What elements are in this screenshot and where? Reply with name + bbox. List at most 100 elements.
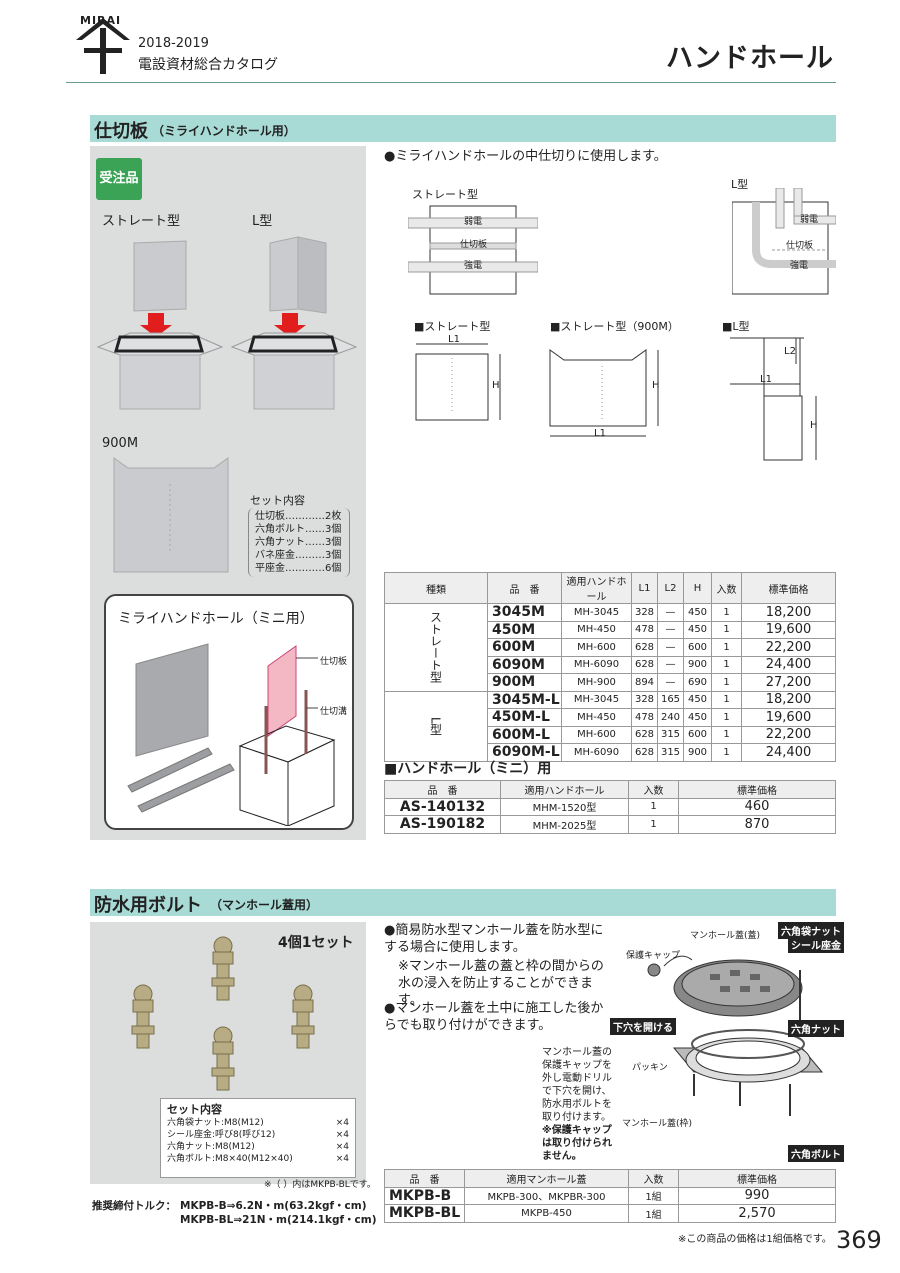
diag-straight-label: ストレート型 xyxy=(412,188,478,201)
dim-straight900-drawing xyxy=(549,349,659,437)
row-price: 27,200 xyxy=(741,673,836,692)
row-l2: — xyxy=(657,620,684,639)
divider-price-table: 種類 品 番 適用ハンドホール L1 L2 H 入数 標準価格 ストレート型 3… xyxy=(384,572,836,762)
row-price: 22,200 xyxy=(741,725,836,744)
catalog-title: 電設資材総合カタログ xyxy=(138,57,278,73)
row-h: 450 xyxy=(683,708,712,727)
mini-label-plate: 仕切板 xyxy=(320,657,348,667)
mini-label-groove: 仕切溝 xyxy=(320,707,348,717)
diag-l-divider: 仕切板 xyxy=(786,241,814,251)
header: MIRAI 2018-2019 電設資材総合カタログ ハンドホール xyxy=(0,0,900,90)
row-handhole: MH-450 xyxy=(561,620,632,639)
row-l1: 478 xyxy=(631,620,658,639)
torque-2: MKPB-BL⇒21N・m(214.1kgf・cm) xyxy=(180,1214,377,1226)
set-title: セット内容 xyxy=(250,494,305,507)
row-code: 600M-L xyxy=(487,725,562,744)
set-list: 仕切板…………2枚 六角ボルト……3個 六角ナット……3個 バネ座金………3個 … xyxy=(248,508,350,577)
diag-strong: 強電 xyxy=(464,261,483,271)
row-qty: 1 xyxy=(711,638,742,657)
callout-cover: マンホール蓋(蓋) xyxy=(690,931,761,941)
table-header-row: 種類 品 番 適用ハンドホール L1 L2 H 入数 標準価格 xyxy=(384,572,836,604)
section1-description: ●ミライハンドホールの中仕切りに使用します。 xyxy=(384,149,667,164)
section2-photo-panel: 4個1セット セット内容 六角袋ナット:M8(M12)×4 シール座金:呼び8(… xyxy=(90,922,366,1184)
type-straight: ストレート型 xyxy=(384,603,488,692)
row-l1: 628 xyxy=(631,638,658,657)
section1-header: 仕切板 （ミライハンドホール用） xyxy=(90,115,836,142)
row-code: AS-190182 xyxy=(384,815,501,834)
footer-note: ※この商品の価格は1組価格です。 xyxy=(678,1234,832,1245)
set-item: 六角ボルト:M8×40(M12×40)×4 xyxy=(167,1153,349,1165)
row-h: 450 xyxy=(683,690,712,709)
row-code: MKPB-B xyxy=(384,1186,465,1205)
dim-straight900-h: H xyxy=(652,380,660,391)
row-price: 990 xyxy=(678,1186,836,1205)
row-cover: MKPB-450 xyxy=(464,1204,629,1223)
dim-straight900-l1: L1 xyxy=(594,428,606,439)
header-rule xyxy=(66,82,836,83)
row-qty: 1 xyxy=(711,725,742,744)
page-number: 369 xyxy=(836,1226,882,1254)
mini-box: ミライハンドホール（ミニ用） 仕切板 仕切溝 xyxy=(104,594,354,830)
bolt-icon xyxy=(131,936,315,1091)
dim-straight-drawing xyxy=(415,343,501,421)
row-l2: — xyxy=(657,655,684,674)
dim-l-l2: L2 xyxy=(784,346,796,357)
row-handhole: MH-3045 xyxy=(561,603,632,622)
row-l1: 328 xyxy=(631,603,658,622)
row-l2: 240 xyxy=(657,708,684,727)
section2-title: 防水用ボルト xyxy=(94,895,202,916)
col-handhole: 適用ハンドホール xyxy=(500,780,629,799)
dim-straight900-title: ■ストレート型（900M） xyxy=(550,320,679,333)
row-h: 900 xyxy=(683,743,712,762)
table-row: MKPB-BL MKPB-450 1組 2,570 xyxy=(384,1204,836,1223)
row-l2: — xyxy=(657,673,684,692)
bolt-price-table: 品 番 適用マンホール蓋 入数 標準価格 MKPB-B MKPB-300、MKP… xyxy=(384,1169,836,1223)
type-straight-text: ストレート型 xyxy=(428,611,443,684)
section1-subtitle: （ミライハンドホール用） xyxy=(152,124,296,138)
callout-frame: マンホール蓋(枠) xyxy=(622,1119,693,1129)
row-l1: 628 xyxy=(631,725,658,744)
col-price: 標準価格 xyxy=(678,780,836,799)
row-cover: MKPB-300、MKPBR-300 xyxy=(464,1186,629,1205)
label-900m: 900M xyxy=(102,436,139,451)
row-l1: 328 xyxy=(631,690,658,709)
bolt-set-illustration xyxy=(131,936,315,1091)
bolt-set-box: セット内容 六角袋ナット:M8(M12)×4 シール座金:呼び8(呼び12)×4… xyxy=(160,1098,356,1178)
row-handhole: MHM-1520型 xyxy=(500,797,629,816)
divider-900m-illustration xyxy=(113,457,229,573)
set-item: 平座金…………6個 xyxy=(255,563,342,574)
label-straight: ストレート型 xyxy=(102,214,181,229)
col-code: 品 番 xyxy=(384,1169,465,1188)
row-qty: 1組 xyxy=(628,1204,679,1223)
row-code: 3045M-L xyxy=(487,690,562,709)
table-row: 6090M-L MH-6090 628 315 900 1 24,400 xyxy=(385,743,836,762)
row-price: 870 xyxy=(678,815,836,834)
row-qty: 1 xyxy=(711,673,742,692)
row-l2: 165 xyxy=(657,690,684,709)
row-l2: — xyxy=(657,638,684,657)
row-h: 690 xyxy=(683,673,712,692)
row-l1: 628 xyxy=(631,743,658,762)
set-item: バネ座金………3個 xyxy=(255,550,342,561)
set-item: 六角ボルト……3個 xyxy=(255,524,342,535)
set-item-name: シール座金:呼び8(呼び12) xyxy=(167,1130,276,1140)
row-code: 450M-L xyxy=(487,708,562,727)
dim-straight-h: H xyxy=(492,380,500,391)
page-title: ハンドホール xyxy=(666,43,834,74)
callout-cap: 保護キャップ xyxy=(626,951,681,961)
table-row: 450M-L MH-450 478 240 450 1 19,600 xyxy=(385,708,836,727)
callout-nut: 六角ナット xyxy=(788,1020,844,1037)
set-item-qty: ×4 xyxy=(335,1142,349,1152)
col-code: 品 番 xyxy=(384,780,501,799)
row-h: 450 xyxy=(683,620,712,639)
set-item: 六角ナット:M8(M12)×4 xyxy=(167,1141,349,1153)
row-code: 600M xyxy=(487,638,562,657)
straight-layout-diagram xyxy=(408,205,538,295)
label-l: L型 xyxy=(252,214,273,229)
set-item: シール座金:呼び8(呼び12)×4 xyxy=(167,1129,349,1141)
row-l2: — xyxy=(657,603,684,622)
row-l1: 894 xyxy=(631,673,658,692)
row-code: 450M xyxy=(487,620,562,639)
row-h: 600 xyxy=(683,638,712,657)
section1-photo-panel: 受注品 ストレート型 L型 900M セット内容 仕切板…………2枚 六角ボルト… xyxy=(90,146,366,840)
